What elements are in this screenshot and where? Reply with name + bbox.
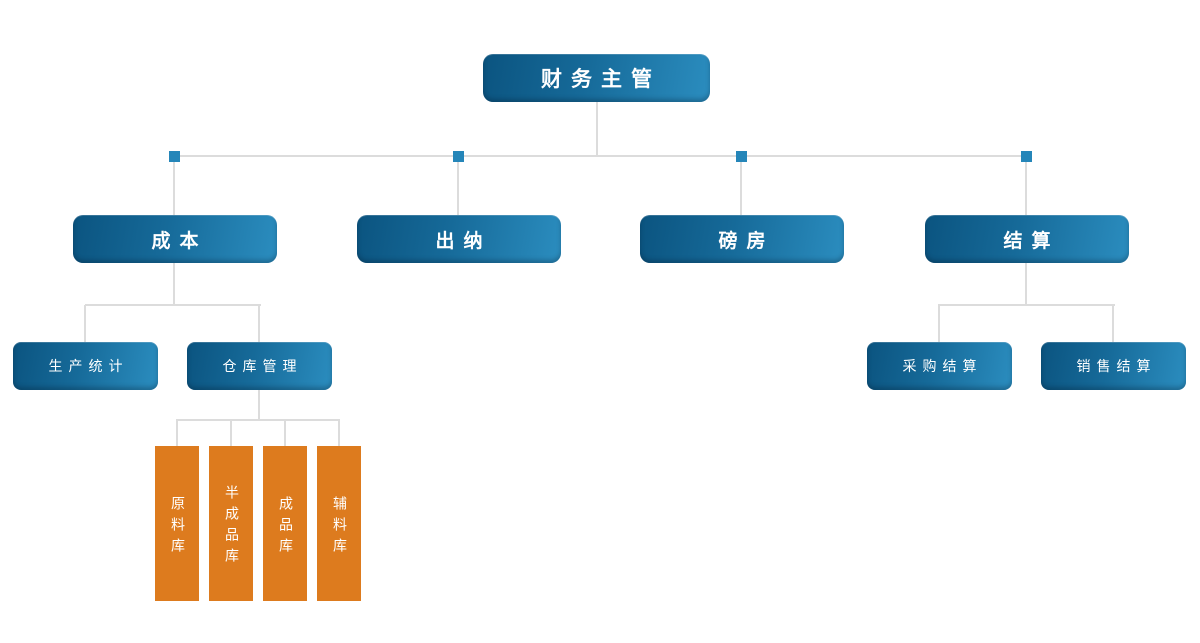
node-raw-material-warehouse-label: 原料库	[169, 495, 185, 559]
node-cashier-label: 出纳	[435, 229, 492, 252]
node-auxiliary-warehouse: 辅料库	[317, 446, 361, 601]
node-cashier: 出纳	[357, 215, 561, 263]
node-sales-settlement: 销售结算	[1041, 342, 1186, 390]
connector-drop-finished	[284, 420, 286, 447]
node-production-stats: 生产统计	[13, 342, 158, 390]
connector-main-rail	[174, 155, 1028, 157]
connector-drop-raw-material	[176, 420, 178, 447]
connector-drop-semi-finished	[230, 420, 232, 447]
node-settlement-label: 结算	[1003, 229, 1060, 252]
node-sales-settlement-label: 销售结算	[1076, 359, 1157, 375]
junction-square-settlement	[1021, 151, 1032, 162]
connector-drop-cost	[173, 156, 175, 216]
node-production-stats-label: 生产统计	[48, 359, 129, 375]
node-warehouse-mgmt-label: 仓库管理	[222, 359, 303, 375]
node-finance-director-label: 财务主管	[541, 67, 661, 91]
node-warehouse-mgmt: 仓库管理	[187, 342, 332, 390]
node-auxiliary-warehouse-label: 辅料库	[331, 495, 347, 559]
node-raw-material-warehouse: 原料库	[155, 446, 199, 601]
connector-warehouse-rail	[176, 419, 340, 421]
connector-settlement-drop	[1025, 263, 1027, 305]
connector-drop-production-stats	[84, 305, 86, 343]
node-purchase-settlement: 采购结算	[867, 342, 1012, 390]
node-finished-warehouse: 成品库	[263, 446, 307, 601]
connector-drop-settlement	[1025, 156, 1027, 216]
connector-drop-weighbridge	[740, 156, 742, 216]
node-semi-finished-warehouse: 半成品库	[209, 446, 253, 601]
connector-cost-rail	[85, 304, 261, 306]
node-settlement: 结算	[925, 215, 1129, 263]
node-weighbridge-label: 磅房	[718, 229, 775, 252]
connector-drop-cashier	[457, 156, 459, 216]
node-cost: 成本	[73, 215, 277, 263]
node-cost-label: 成本	[151, 229, 208, 252]
junction-square-weighbridge	[736, 151, 747, 162]
node-weighbridge: 磅房	[640, 215, 844, 263]
connector-cost-drop	[173, 263, 175, 305]
connector-drop-sales-settlement	[1112, 305, 1114, 343]
node-finance-director: 财务主管	[483, 54, 710, 102]
junction-square-cashier	[453, 151, 464, 162]
connector-drop-auxiliary	[338, 420, 340, 447]
junction-square-cost	[169, 151, 180, 162]
connector-warehouse-drop	[258, 390, 260, 420]
node-purchase-settlement-label: 采购结算	[902, 359, 983, 375]
connector-settlement-rail	[938, 304, 1115, 306]
connector-root-drop	[596, 102, 598, 156]
node-semi-finished-warehouse-label: 半成品库	[223, 485, 239, 569]
node-finished-warehouse-label: 成品库	[277, 495, 293, 559]
connector-drop-purchase-settlement	[938, 305, 940, 343]
connector-drop-warehouse-mgmt	[258, 305, 260, 343]
